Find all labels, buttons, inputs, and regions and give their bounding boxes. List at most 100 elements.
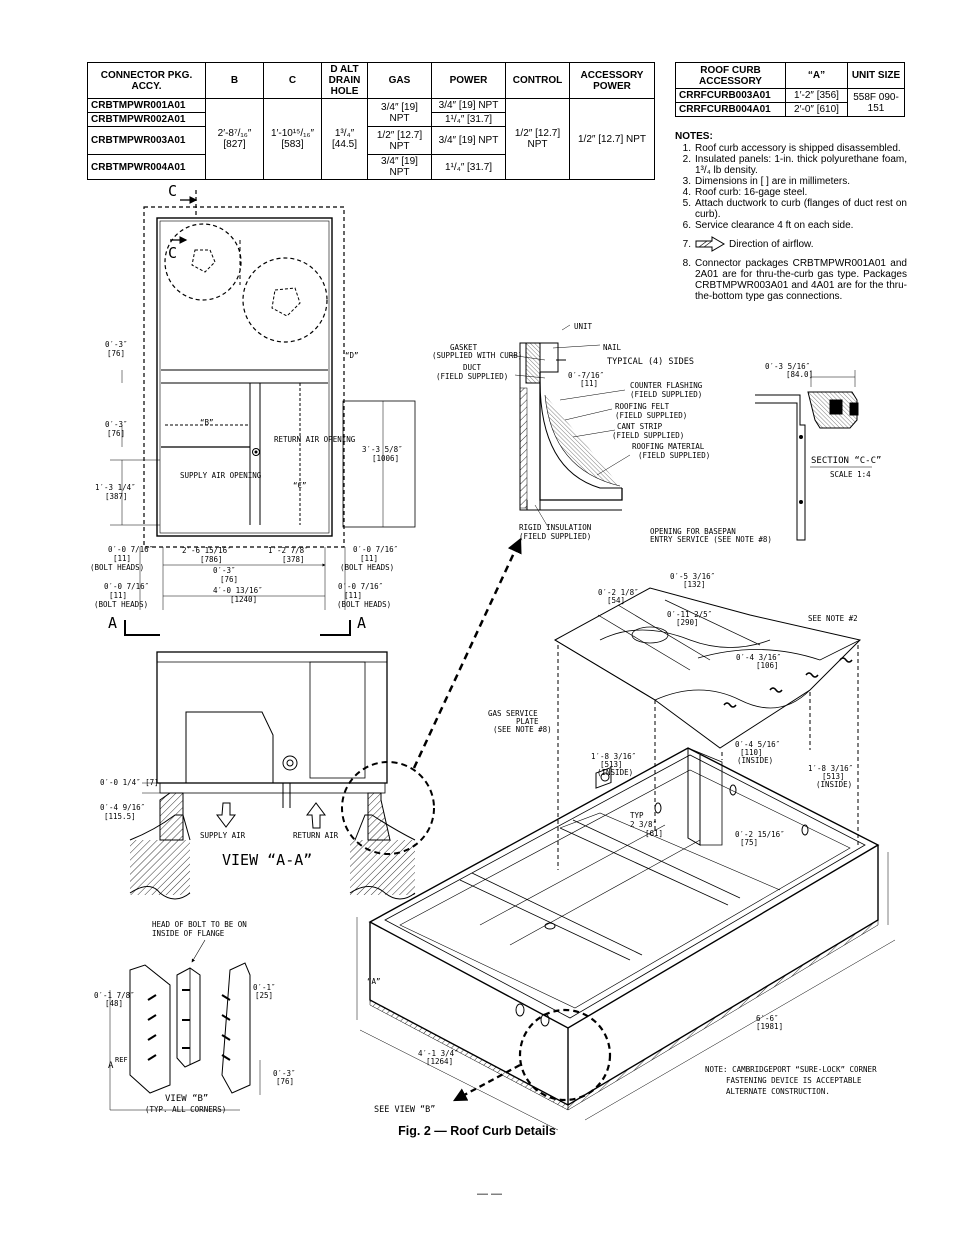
power-cell: 1¹/₄″ [31.7]: [431, 154, 506, 180]
note-item: 1.Roof curb accessory is shipped disasse…: [682, 143, 901, 154]
svg-text:(FIELD SUPPLIED): (FIELD SUPPLIED): [630, 390, 702, 399]
svg-text:(FIELD SUPPLIED): (FIELD SUPPLIED): [612, 431, 684, 440]
svg-text:(BOLT HEADS): (BOLT HEADS): [90, 563, 144, 572]
svg-text:3′-3 5/8″: 3′-3 5/8″: [362, 445, 403, 454]
svg-text:[387]: [387]: [105, 492, 128, 501]
svg-text:[75]: [75]: [740, 838, 758, 847]
svg-text:[1981]: [1981]: [756, 1022, 783, 1031]
svg-text:0′-7/16″: 0′-7/16″: [568, 371, 604, 380]
svg-text:1′-3 1/4″: 1′-3 1/4″: [95, 483, 136, 492]
detail-leader: [412, 537, 522, 769]
section-c-label: C: [168, 182, 177, 200]
svg-text:[61]: [61]: [645, 829, 663, 838]
page-number: — —: [477, 1188, 503, 1200]
svg-text:COUNTER FLASHING: COUNTER FLASHING: [630, 381, 703, 390]
svg-text:0′-2 1/8″: 0′-2 1/8″: [598, 588, 639, 597]
isometric-curb: [356, 587, 896, 1131]
svg-text:0′-5 3/16″: 0′-5 3/16″: [670, 572, 715, 581]
svg-text:SEE NOTE #2: SEE NOTE #2: [808, 614, 858, 623]
svg-text:(SEE NOTE #8): (SEE NOTE #8): [493, 725, 552, 734]
svg-text:[25]: [25]: [255, 991, 273, 1000]
figure-caption: Fig. 2 — Roof Curb Details: [398, 1124, 556, 1138]
flashing-detail-labels: UNIT GASKET(SUPPLIED WITH CURB) NAIL TYP…: [432, 322, 710, 541]
point-d-label: “D”: [345, 351, 359, 360]
section-c-label: C: [168, 244, 177, 262]
view-aa-labels: 0′-0 1/4″ [7] 0′-4 9/16″[115.5] SUPPLY A…: [100, 778, 339, 869]
svg-text:[76]: [76]: [220, 575, 238, 584]
svg-text:1′-2 7/8″: 1′-2 7/8″: [268, 546, 309, 555]
svg-text:SUPPLY AIR: SUPPLY AIR: [200, 831, 246, 840]
unit-size-value: 558F 090-151: [847, 88, 905, 117]
svg-text:0′-0 7/16″: 0′-0 7/16″: [338, 582, 383, 591]
svg-text:(BOLT HEADS): (BOLT HEADS): [94, 600, 148, 609]
svg-text:(SUPPLIED WITH CURB): (SUPPLIED WITH CURB): [432, 351, 522, 360]
svg-text:0′-11 2/5″: 0′-11 2/5″: [667, 610, 712, 619]
svg-text:[290]: [290]: [676, 618, 699, 627]
svg-text:TYP: TYP: [630, 811, 644, 820]
d-value: 1³/₄″ [44.5]: [321, 98, 368, 180]
svg-text:(FIELD SUPPLIED): (FIELD SUPPLIED): [519, 532, 591, 541]
svg-text:[786]: [786]: [200, 555, 223, 564]
svg-text:(TYP. ALL CORNERS): (TYP. ALL CORNERS): [145, 1105, 226, 1114]
svg-text:0′-0 1/4″ [7]: 0′-0 1/4″ [7]: [100, 778, 159, 787]
svg-text:UNIT: UNIT: [574, 322, 593, 331]
note-item: 2.Insulated panels: 1-in. thick polyuret…: [682, 154, 907, 176]
section-a-label: A: [108, 614, 117, 632]
note-item: 6.Service clearance 4 ft on each side.: [682, 220, 854, 231]
svg-text:0′-0 7/16″: 0′-0 7/16″: [104, 582, 149, 591]
section-a-label: A: [357, 614, 366, 632]
note-item: 4.Roof curb: 16-gage steel.: [682, 187, 808, 198]
svg-text:A: A: [108, 1061, 114, 1071]
col-curb-accessory: ROOF CURB ACCESSORY: [675, 62, 786, 89]
notes-title: NOTES:: [675, 131, 713, 142]
plan-view-labels: C C “D” “B” “C” RETURN AIR OPENING SUPPL…: [90, 182, 403, 632]
svg-text:2′-6 15/16″: 2′-6 15/16″: [182, 546, 232, 555]
svg-text:(BOLT HEADS): (BOLT HEADS): [337, 600, 391, 609]
col-control: CONTROL: [505, 62, 570, 99]
svg-text:ROOFING FELT: ROOFING FELT: [615, 402, 670, 411]
svg-text:0′-0 7/16″: 0′-0 7/16″: [108, 545, 153, 554]
svg-text:GAS SERVICE: GAS SERVICE: [488, 709, 538, 718]
svg-text:0′-3″: 0′-3″: [213, 566, 236, 575]
accessory-power-value: 1/2″ [12.7] NPT: [569, 98, 655, 180]
col-a: “A”: [785, 62, 848, 89]
svg-text:[106]: [106]: [756, 661, 779, 670]
a-cell: 2′-0″ [610]: [785, 102, 848, 117]
svg-text:[84.0]: [84.0]: [786, 370, 813, 379]
svg-text:[76]: [76]: [107, 349, 125, 358]
svg-text:2 3/8″: 2 3/8″: [630, 820, 657, 829]
svg-text:[115.5]: [115.5]: [104, 812, 136, 821]
svg-text:0′-0 7/16″: 0′-0 7/16″: [353, 545, 398, 554]
svg-text:[513]: [513]: [822, 772, 845, 781]
svg-text:[54]: [54]: [607, 596, 625, 605]
svg-text:0′-3″: 0′-3″: [105, 420, 128, 429]
b-value: 2′-8⁷/₁₆″ [827]: [205, 98, 264, 180]
svg-text:6′-6″: 6′-6″: [756, 1014, 779, 1023]
svg-text:VIEW “B”: VIEW “B”: [165, 1094, 208, 1104]
svg-text:FASTENING DEVICE IS ACCEPTABLE: FASTENING DEVICE IS ACCEPTABLE: [726, 1076, 862, 1085]
point-b-label: “B”: [200, 418, 214, 427]
col-power: POWER: [431, 62, 506, 99]
svg-text:ENTRY SERVICE (SEE NOTE #8): ENTRY SERVICE (SEE NOTE #8): [650, 535, 772, 544]
svg-text:SEE VIEW “B”: SEE VIEW “B”: [374, 1105, 435, 1115]
svg-text:0′-1 7/8″: 0′-1 7/8″: [94, 991, 135, 1000]
note-item: 5.Attach ductwork to curb (flanges of du…: [682, 198, 907, 220]
svg-text:[76]: [76]: [276, 1077, 294, 1086]
svg-text:0′-3″: 0′-3″: [273, 1069, 296, 1078]
section-cc: [755, 370, 872, 541]
svg-text:[1264]: [1264]: [426, 1057, 453, 1066]
svg-text:4′-0 13/16″: 4′-0 13/16″: [213, 586, 263, 595]
svg-text:0′-3 5/16″: 0′-3 5/16″: [765, 362, 810, 371]
svg-text:TYPICAL (4) SIDES: TYPICAL (4) SIDES: [607, 357, 694, 367]
svg-text:RETURN AIR: RETURN AIR: [293, 831, 339, 840]
return-air-label: RETURN AIR OPENING: [274, 435, 356, 444]
flashing-detail: [509, 324, 631, 528]
pkg-cell: CRBTMPWR004A01: [87, 154, 206, 180]
svg-text:[513]: [513]: [600, 760, 623, 769]
note-item: 7. Direction of airflow.: [675, 236, 907, 252]
svg-text:PLATE: PLATE: [516, 717, 539, 726]
curb-table: ROOF CURB ACCESSORY “A” UNIT SIZE CRRFCU…: [675, 62, 905, 117]
svg-text:[48]: [48]: [105, 999, 123, 1008]
col-accessory-power: ACCESSORY POWER: [569, 62, 655, 99]
